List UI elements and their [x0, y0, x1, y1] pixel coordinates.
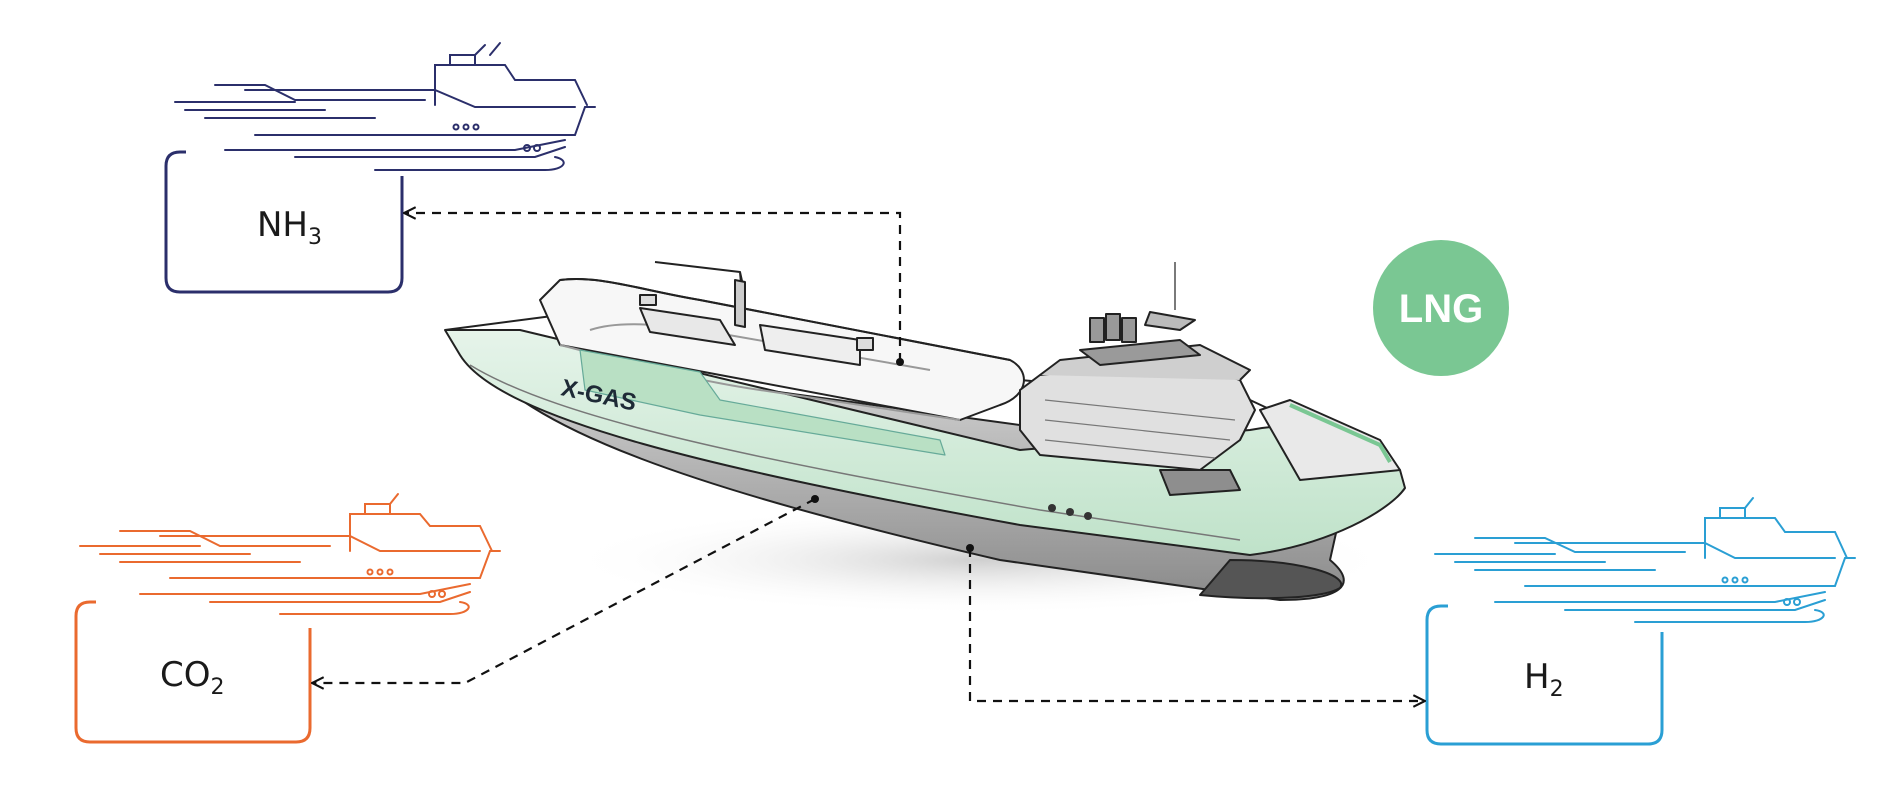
h2-label: H2 [1524, 657, 1564, 702]
co2-ship-sketch [79, 493, 501, 615]
connector-h2-origin-dot [966, 544, 974, 552]
nh3-box: NH3 [164, 150, 404, 294]
connector-h2 [968, 548, 1425, 701]
connector-nh3 [404, 213, 902, 362]
co2-label: CO2 [160, 655, 225, 700]
co2-box: CO2 [74, 600, 312, 744]
connector-co2-origin-dot [811, 495, 819, 503]
nh3-label: NH3 [257, 205, 322, 250]
h2-box: H2 [1425, 604, 1664, 746]
h2-ship-sketch [1434, 497, 1856, 623]
lng-carrier-ship: X-GAS [444, 261, 1406, 615]
connector-co2 [312, 498, 816, 683]
connector-nh3-origin-dot [896, 358, 904, 366]
connectors [312, 213, 1425, 701]
lng-badge: LNG [1373, 240, 1509, 376]
lng-badge-label: LNG [1399, 287, 1483, 331]
nh3-ship-sketch [174, 42, 596, 171]
